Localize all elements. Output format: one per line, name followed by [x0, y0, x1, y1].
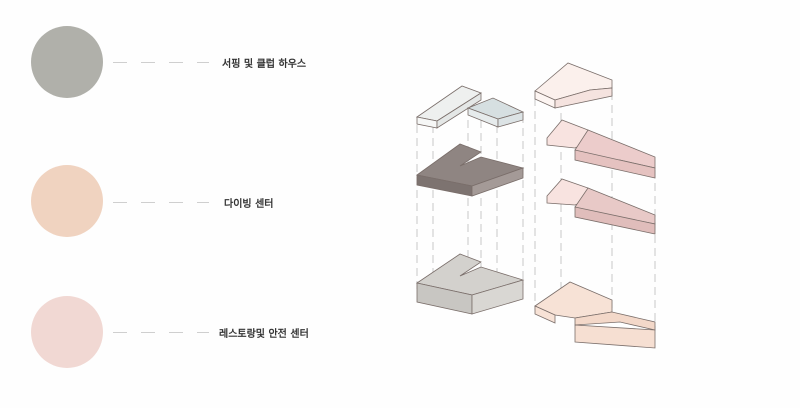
- legend-swatch-surfing-clubhouse: [31, 26, 103, 98]
- clubhouse-upper-volume: [415, 85, 525, 129]
- legend-label-restaurant-safety-center: 레스토랑및 안전 센터: [219, 329, 309, 340]
- legend-leader-line: [113, 332, 209, 333]
- diving-center-base-volume: [534, 281, 656, 349]
- clubhouse-floor-dark: [416, 143, 525, 197]
- legend-leader-line: [113, 62, 209, 63]
- legend-leader-line: [113, 202, 209, 203]
- legend-swatch-restaurant-safety-center: [31, 296, 103, 368]
- restaurant-top-volume: [534, 62, 613, 109]
- legend-label-surfing-clubhouse: 서핑 및 클럽 하우스: [222, 59, 307, 70]
- legend-label-diving-center: 다이빙 센터: [224, 199, 274, 210]
- restaurant-floor-middle: [546, 178, 656, 235]
- clubhouse-base-volume: [416, 253, 525, 315]
- legend-swatch-diving-center: [31, 165, 103, 237]
- restaurant-floor-upper: [546, 119, 656, 179]
